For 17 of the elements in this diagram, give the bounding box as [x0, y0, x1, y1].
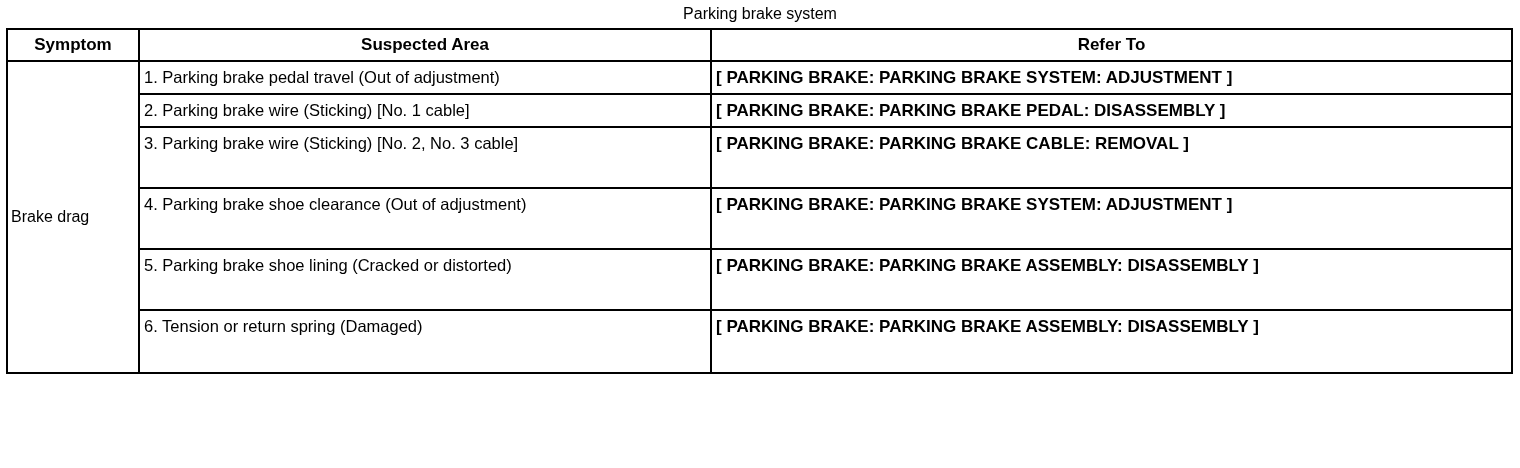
table-cell-text: [ PARKING BRAKE: PARKING BRAKE ASSEMBLY: DISASSEMBLY ]	[715, 316, 1260, 338]
table-cell: 5. Parking brake shoe lining (Cracked or distorted)	[140, 250, 712, 311]
table-cell: [ PARKING BRAKE: PARKING BRAKE SYSTEM: ADJUSTMENT ]	[712, 189, 1511, 250]
table-cell: [ PARKING BRAKE: PARKING BRAKE PEDAL: DISASSEMBLY ]	[712, 95, 1511, 128]
header-cell: Suspected Area	[140, 30, 712, 62]
table-cell: 2. Parking brake wire (Sticking) [No. 1 cable]	[140, 95, 712, 128]
table-title: Parking brake system	[682, 4, 838, 24]
table-cell: [ PARKING BRAKE: PARKING BRAKE SYSTEM: ADJUSTMENT ]	[712, 62, 1511, 95]
header-cell: Symptom	[8, 30, 140, 62]
header-cell: Refer To	[712, 30, 1511, 62]
table-cell: 3. Parking brake wire (Sticking) [No. 2, No. 3 cable]	[140, 128, 712, 189]
symptom-cell: Brake drag	[8, 62, 140, 372]
table-cell: 1. Parking brake pedal travel (Out of adjustment)	[140, 62, 712, 95]
table-cell: 6. Tension or return spring (Damaged)	[140, 311, 712, 372]
table-cell: [ PARKING BRAKE: PARKING BRAKE ASSEMBLY: DISASSEMBLY ]	[712, 250, 1511, 311]
table-cell: 4. Parking brake shoe clearance (Out of adjustment)	[140, 189, 712, 250]
table-cell: [ PARKING BRAKE: PARKING BRAKE CABLE: REMOVAL ]	[712, 128, 1511, 189]
